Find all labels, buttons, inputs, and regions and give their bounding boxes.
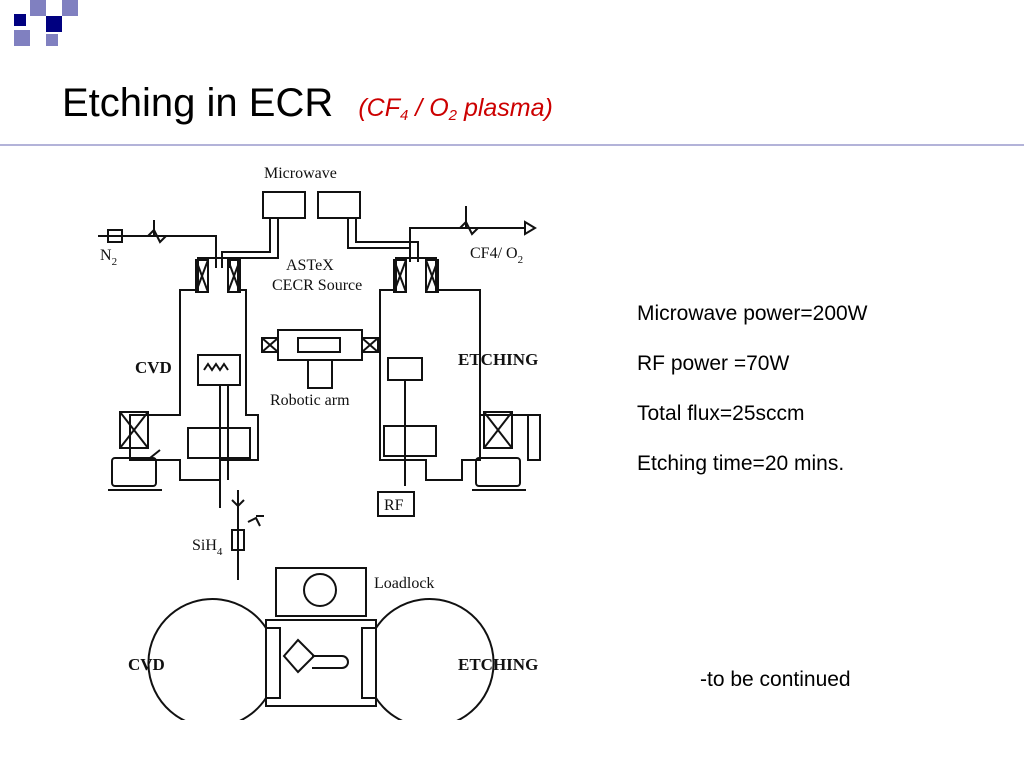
- ecr-system-diagram: Microwave N2 CF4/ O2 ASTeX CECR Source C…: [80, 150, 580, 728]
- label-etching-plan: ETCHING: [458, 655, 538, 674]
- corner-squares-graphic: [14, 0, 78, 46]
- title-sub-mid: / O: [408, 94, 449, 122]
- label-cvd-plan: CVD: [128, 655, 165, 674]
- transfer-inner: [297, 337, 341, 353]
- corner-square-dark-1: [14, 14, 26, 26]
- title-sub-subscript-1: 4: [400, 107, 409, 124]
- cvd-magnet-right: [227, 259, 241, 293]
- n2-valve: [107, 229, 123, 243]
- slide-title: Etching in ECR (CF4 / O2 plasma): [62, 78, 553, 133]
- param-rf-power: RF power =70W: [637, 352, 790, 375]
- etching-magnet-cross-left: [393, 259, 407, 293]
- label-rf: RF: [384, 497, 404, 514]
- transfer-gate-right: [361, 337, 379, 353]
- cvd-heater-coil: [203, 362, 229, 372]
- label-etching: ETCHING: [458, 350, 538, 369]
- label-n2: N2: [100, 247, 117, 268]
- label-loadlock: Loadlock: [374, 575, 434, 592]
- robotic-arm-shaft: [307, 360, 333, 389]
- cvd-shaft: [219, 385, 229, 508]
- n2-valve-handle: [147, 220, 167, 244]
- param-total-flux: Total flux=25sccm: [637, 402, 805, 425]
- cvd-pump-valve-cross: [119, 411, 149, 449]
- cf4o2-valve-handle: [459, 206, 479, 236]
- cf4o2-gas-line: [409, 227, 525, 262]
- cvd-pump-unit: [111, 457, 157, 487]
- plan-hub-connector-right: [361, 627, 376, 699]
- transfer-chamber: [277, 329, 363, 361]
- gate-cross-right: [361, 337, 379, 353]
- etching-lower-flange: [383, 425, 437, 457]
- corner-square-dark-2: [46, 16, 62, 32]
- loadlock-box: [275, 567, 367, 617]
- title-main: Etching in ECR: [62, 81, 334, 125]
- rf-generator-box: [377, 491, 415, 517]
- corner-square-light-1: [30, 0, 46, 16]
- etching-magnet-right: [425, 259, 439, 293]
- corner-decoration: [0, 0, 80, 60]
- title-sub-subscript-2: 2: [448, 107, 457, 124]
- loadlock-window: [303, 573, 337, 607]
- plan-robot-arm: [312, 655, 349, 669]
- etching-magnet-cross-right: [425, 259, 439, 293]
- param-microwave-power: Microwave power=200W: [637, 302, 868, 325]
- microwave-box-right: [317, 191, 361, 219]
- label-microwave: Microwave: [264, 165, 337, 182]
- plan-robot-head: [282, 638, 316, 674]
- process-parameters: Microwave power=200W RF power =70W Total…: [637, 298, 868, 498]
- etching-magnet-left: [393, 259, 407, 293]
- cvd-magnet-cross-left: [195, 259, 209, 293]
- label-cvd: CVD: [135, 358, 172, 377]
- title-sub-suffix: plasma): [457, 94, 553, 122]
- microwave-box-left: [262, 191, 306, 219]
- transfer-gate-left: [261, 337, 279, 353]
- label-source-line2: CECR Source: [272, 277, 362, 294]
- label-cf4o2: CF4/ O2: [470, 245, 523, 266]
- plan-hub-connector-left: [266, 627, 281, 699]
- etching-pump-unit: [475, 457, 521, 487]
- ecr-schematic-drawing: Microwave N2 CF4/ O2 ASTeX CECR Source C…: [98, 165, 541, 728]
- continued-note: -to be continued: [700, 668, 851, 691]
- title-sub-prefix: (CF: [358, 94, 401, 122]
- etching-electrode: [387, 357, 423, 381]
- label-robotic-arm: Robotic arm: [270, 392, 350, 409]
- cvd-magnet-left: [195, 259, 209, 293]
- corner-square-light-3: [14, 30, 30, 46]
- title-divider: [0, 144, 1024, 146]
- title-subtitle: (CF4 / O2 plasma): [358, 94, 553, 124]
- cvd-pump-port: [119, 411, 149, 449]
- gate-cross-left: [261, 337, 279, 353]
- cvd-magnet-cross-right: [227, 259, 241, 293]
- label-sih4: SiH4: [192, 537, 223, 558]
- plan-transfer-hub: [265, 619, 377, 707]
- cf4o2-inlet-arrow: [524, 220, 537, 236]
- etching-pump-valve-cross: [483, 411, 513, 449]
- etching-chamber-body: [379, 257, 541, 481]
- plan-cvd-chamber: [147, 598, 267, 728]
- label-source-line1: ASTeX: [286, 257, 334, 274]
- etching-pump-port: [483, 411, 513, 449]
- cvd-pump-base: [108, 449, 162, 491]
- sih4-valve: [231, 499, 264, 527]
- waveguide-right: [347, 218, 419, 262]
- param-etching-time: Etching time=20 mins.: [637, 452, 845, 475]
- sih4-regulator: [231, 529, 245, 551]
- corner-square-light-2: [62, 0, 78, 16]
- corner-square-light-4: [46, 34, 58, 46]
